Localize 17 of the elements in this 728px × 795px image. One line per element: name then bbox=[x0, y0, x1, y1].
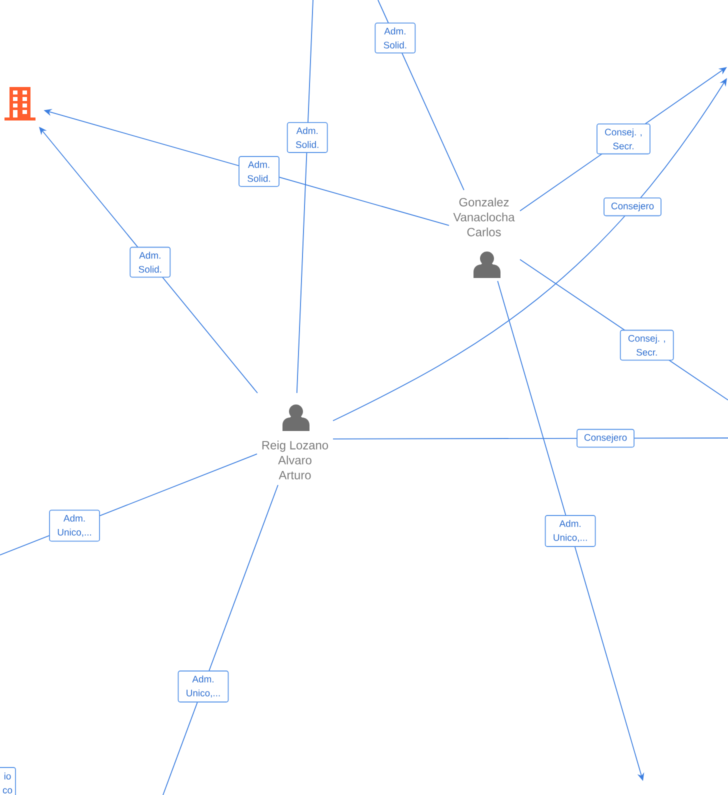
edge-label: Adm. Unico,... bbox=[544, 515, 596, 547]
edge-label: Adm. Solid. bbox=[238, 156, 280, 187]
label-tag: io co bbox=[0, 767, 16, 795]
edge-label: Consej. , Secr. bbox=[620, 330, 674, 361]
edge-label: Consejero bbox=[576, 428, 634, 448]
edge-label: Adm. Solid. bbox=[130, 246, 171, 278]
building-icon bbox=[4, 87, 36, 120]
person-name: Gonzalez Vanaclocha Carlos bbox=[453, 198, 515, 236]
connector-line bbox=[296, 0, 314, 394]
edge-label: Consejero bbox=[604, 197, 662, 216]
edge-label: Adm. Unico,... bbox=[49, 510, 100, 542]
edge-label: Adm. Solid. bbox=[286, 122, 328, 153]
edge-label: Adm. Solid. bbox=[374, 22, 416, 54]
edge-label: Consej. , Secr. bbox=[596, 124, 650, 154]
connector-line bbox=[162, 484, 278, 795]
person-name: Reig Lozano Alvaro Arturo bbox=[262, 440, 328, 480]
edge-label: Adm. Unico,... bbox=[178, 670, 229, 702]
